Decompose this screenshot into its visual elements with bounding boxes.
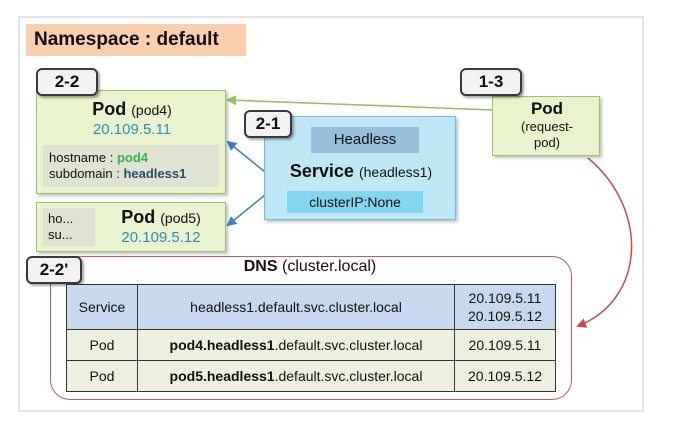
pod4-title: Pod [92, 99, 127, 119]
record-name: headless1.default.svc.cluster.local [137, 284, 455, 330]
request-to-pod4-arrow [226, 95, 494, 111]
table-row: Pod pod5.headless1.default.svc.cluster.l… [66, 360, 556, 392]
record-name-bold: pod4.headless1 [169, 337, 275, 353]
dns-table: Service headless1.default.svc.cluster.lo… [66, 284, 556, 392]
pod4-ip: 20.109.5.11 [92, 121, 172, 138]
pod5-box: ho... su... Pod (pod5) 20.109.5.12 [36, 202, 226, 252]
record-ip-1: 20.109.5.11 [468, 290, 542, 306]
record-type: Pod [66, 360, 138, 392]
pod5-title: Pod [121, 207, 156, 227]
pod5-subdomain-abbrev: su... [48, 227, 73, 242]
subdomain-value: headless1 [123, 166, 187, 181]
service-title: Service [289, 161, 354, 181]
service-name: (headless1) [358, 164, 433, 180]
pod5-name: (pod5) [160, 210, 201, 226]
record-ip: 20.109.5.12 [454, 360, 556, 392]
pod4-dns-fields: hostname : pod4 subdomain : headless1 [43, 145, 219, 187]
dns-title: DNS [243, 258, 278, 275]
record-ip: 20.109.5.11 [454, 329, 556, 361]
record-type: Service [66, 284, 138, 330]
record-type: Pod [66, 329, 138, 361]
namespace-title: Namespace : default [26, 24, 246, 56]
hostname-label: hostname : [49, 150, 117, 165]
table-row: Pod pod4.headless1.default.svc.cluster.l… [66, 329, 556, 361]
pod5-dns-fields: ho... su... [43, 208, 95, 246]
record-name-bold: pod5.headless1 [169, 368, 275, 384]
dns-box [50, 256, 572, 400]
record-name-rest: headless1.default.svc.cluster.local [190, 299, 402, 315]
pod4-box: Pod (pod4) 20.109.5.11 hostname : pod4 s… [36, 90, 226, 194]
service-box: Headless Service (headless1) clusterIP:N… [264, 116, 456, 220]
table-row: Service headless1.default.svc.cluster.lo… [66, 284, 556, 330]
pod5-ip: 20.109.5.12 [121, 229, 201, 246]
record-ip: 20.109.5.11 20.109.5.12 [454, 284, 556, 330]
hostname-value: pod4 [116, 150, 148, 165]
record-name: pod5.headless1.default.svc.cluster.local [137, 360, 455, 392]
headless-badge: Headless [311, 127, 419, 153]
subdomain-label: subdomain : [49, 166, 124, 181]
record-name-rest: .default.svc.cluster.local [274, 368, 423, 384]
pod4-tag: 2-2 [36, 68, 98, 96]
service-tag: 2-1 [244, 110, 292, 138]
service-to-pod4-arrow [226, 140, 266, 173]
service-to-pod5-arrow [226, 194, 266, 227]
request-pod-title: Pod [530, 99, 564, 118]
request-pod-tag: 1-3 [460, 68, 522, 96]
record-ip-2: 20.109.5.12 [468, 308, 542, 324]
pod5-hostname-abbrev: ho... [48, 211, 74, 226]
request-pod-name-line1: (request- [520, 119, 574, 134]
request-pod-box: Pod (request- pod) [492, 96, 600, 156]
cluster-ip: clusterIP:None [287, 191, 423, 213]
pod4-name: (pod4) [131, 102, 172, 118]
request-to-dns-arrow [576, 157, 633, 328]
dns-tag: 2-2' [26, 256, 82, 284]
dns-subtitle: (cluster.local) [281, 258, 377, 275]
record-name: pod4.headless1.default.svc.cluster.local [137, 329, 455, 361]
record-name-rest: .default.svc.cluster.local [274, 337, 423, 353]
request-pod-name-line2: pod) [533, 135, 561, 150]
